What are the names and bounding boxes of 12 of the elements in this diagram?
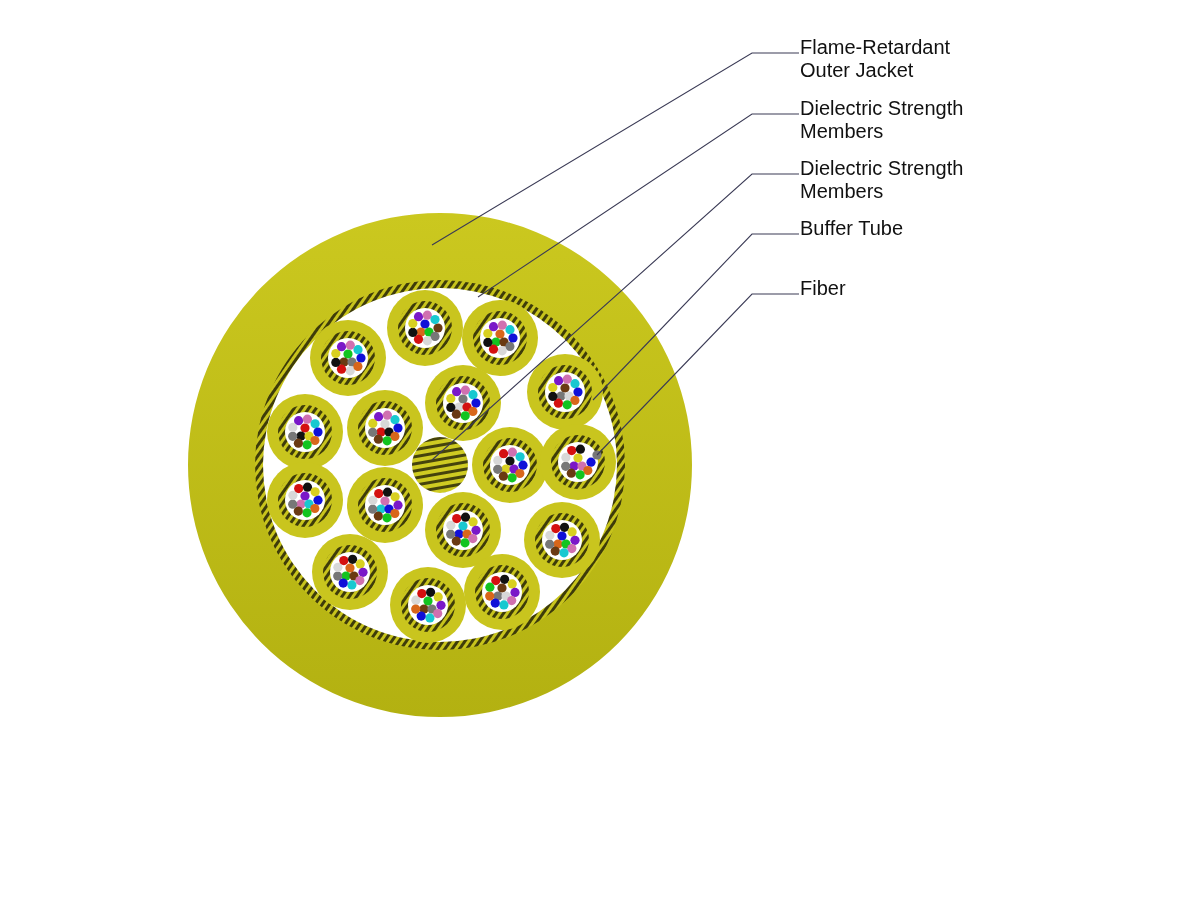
leader-line [431,52,800,246]
callout-label: Dielectric Strength Members [800,97,988,143]
callout-label: Buffer Tube [800,217,988,240]
central-strength-member [412,437,468,493]
callout-label: Dielectric Strength Members [800,157,988,203]
callout-label: Fiber [800,277,988,300]
callout-label: Flame-Retardant Outer Jacket [800,36,988,82]
fiber [592,450,602,460]
leader-line [596,293,800,456]
leader-line [592,233,800,401]
leader-line [477,113,800,298]
leader-line [431,173,800,461]
